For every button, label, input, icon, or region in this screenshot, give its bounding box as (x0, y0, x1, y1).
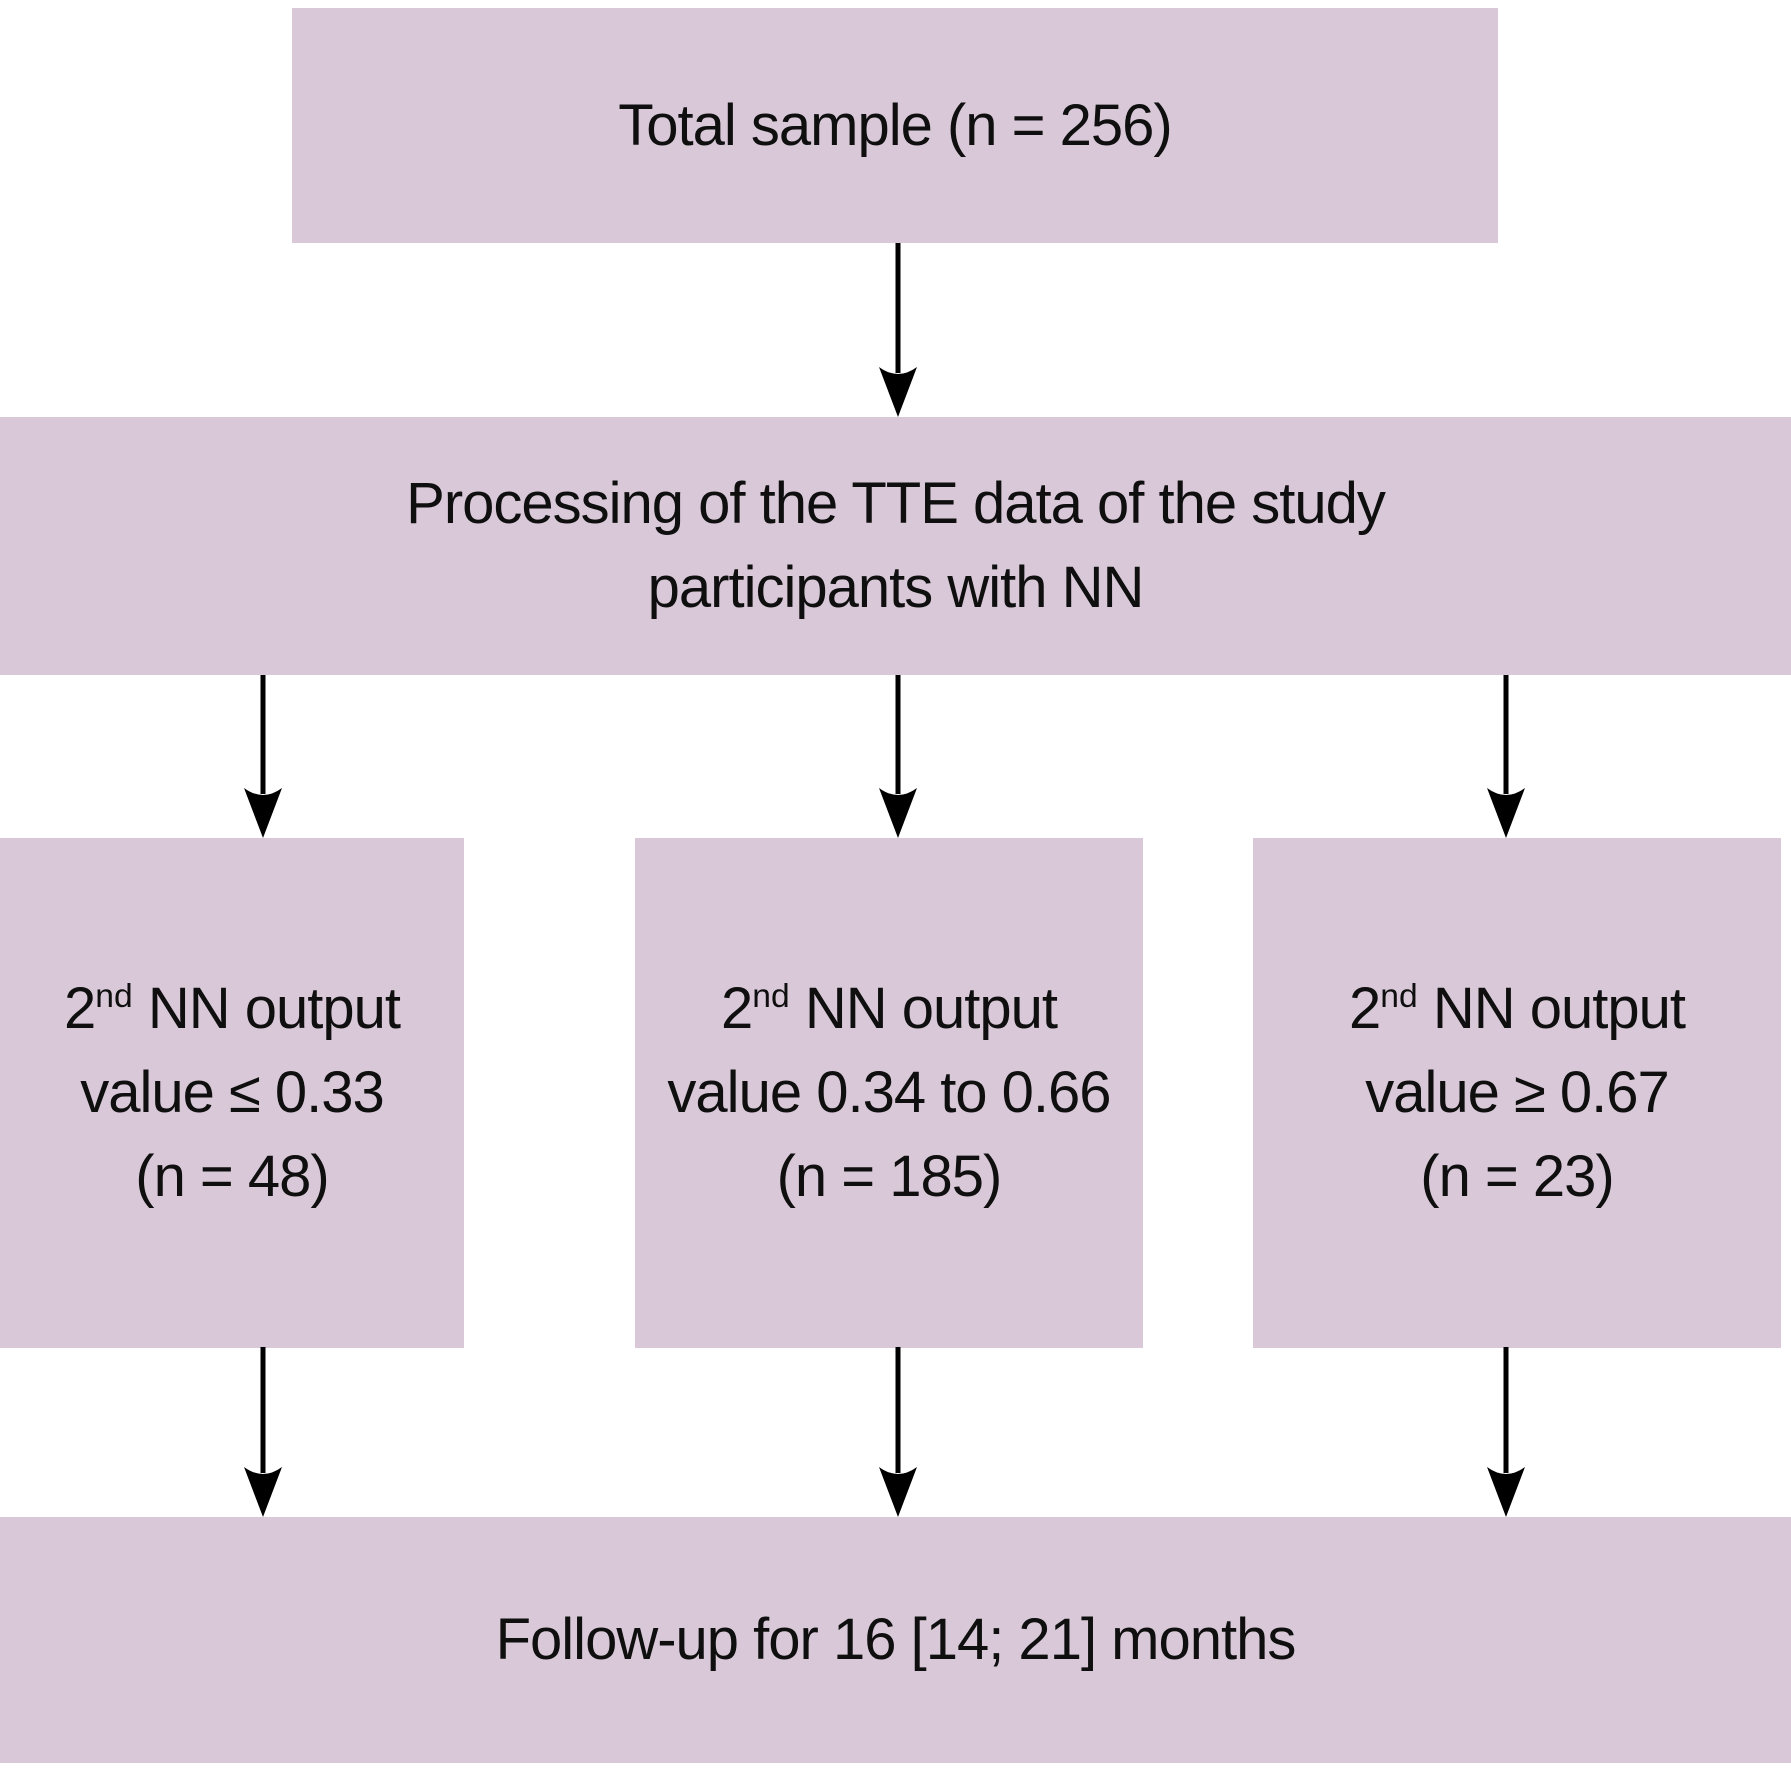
node-processing-line2: participants with NN (647, 555, 1145, 620)
arrow-down-icon (879, 1347, 917, 1517)
node-output-high-line1: 2nd NN output (1349, 976, 1686, 1041)
ordinal-superscript: nd (1380, 978, 1418, 1015)
node-output-low-line2: value ≤ 0.33 (80, 1060, 385, 1125)
node-output-high-line3: (n = 23) (1420, 1144, 1614, 1209)
node-followup-label: Follow-up for 16 [14; 21] months (495, 1607, 1297, 1672)
arrow-down-icon (879, 675, 917, 838)
ordinal-superscript: nd (95, 978, 133, 1015)
node-output-mid: 2nd NN output value 0.34 to 0.66 (n = 18… (635, 838, 1143, 1348)
arrow-down-icon (244, 1347, 282, 1517)
arrow-down-icon (1487, 675, 1525, 838)
arrow-down-icon (879, 243, 917, 417)
arrow-down-icon (1487, 1347, 1525, 1517)
node-total-sample: Total sample (n = 256) (292, 8, 1498, 243)
ordinal-superscript: nd (752, 978, 790, 1015)
node-output-low-line1: 2nd NN output (64, 976, 401, 1041)
arrow-down-icon (244, 675, 282, 838)
node-total-sample-label: Total sample (n = 256) (618, 92, 1172, 158)
node-output-mid-line3: (n = 185) (776, 1144, 1003, 1209)
node-output-high: 2nd NN output value ≥ 0.67 (n = 23) (1253, 838, 1781, 1348)
node-output-high-line2: value ≥ 0.67 (1365, 1060, 1670, 1125)
node-output-mid-line1: 2nd NN output (721, 976, 1058, 1041)
node-followup: Follow-up for 16 [14; 21] months (0, 1517, 1791, 1763)
node-output-mid-line2: value 0.34 to 0.66 (667, 1060, 1111, 1125)
node-processing-line1: Processing of the TTE data of the study (406, 471, 1386, 536)
node-output-low: 2nd NN output value ≤ 0.33 (n = 48) (0, 838, 464, 1348)
node-processing: Processing of the TTE data of the study … (0, 417, 1791, 675)
node-output-low-line3: (n = 48) (135, 1144, 329, 1209)
